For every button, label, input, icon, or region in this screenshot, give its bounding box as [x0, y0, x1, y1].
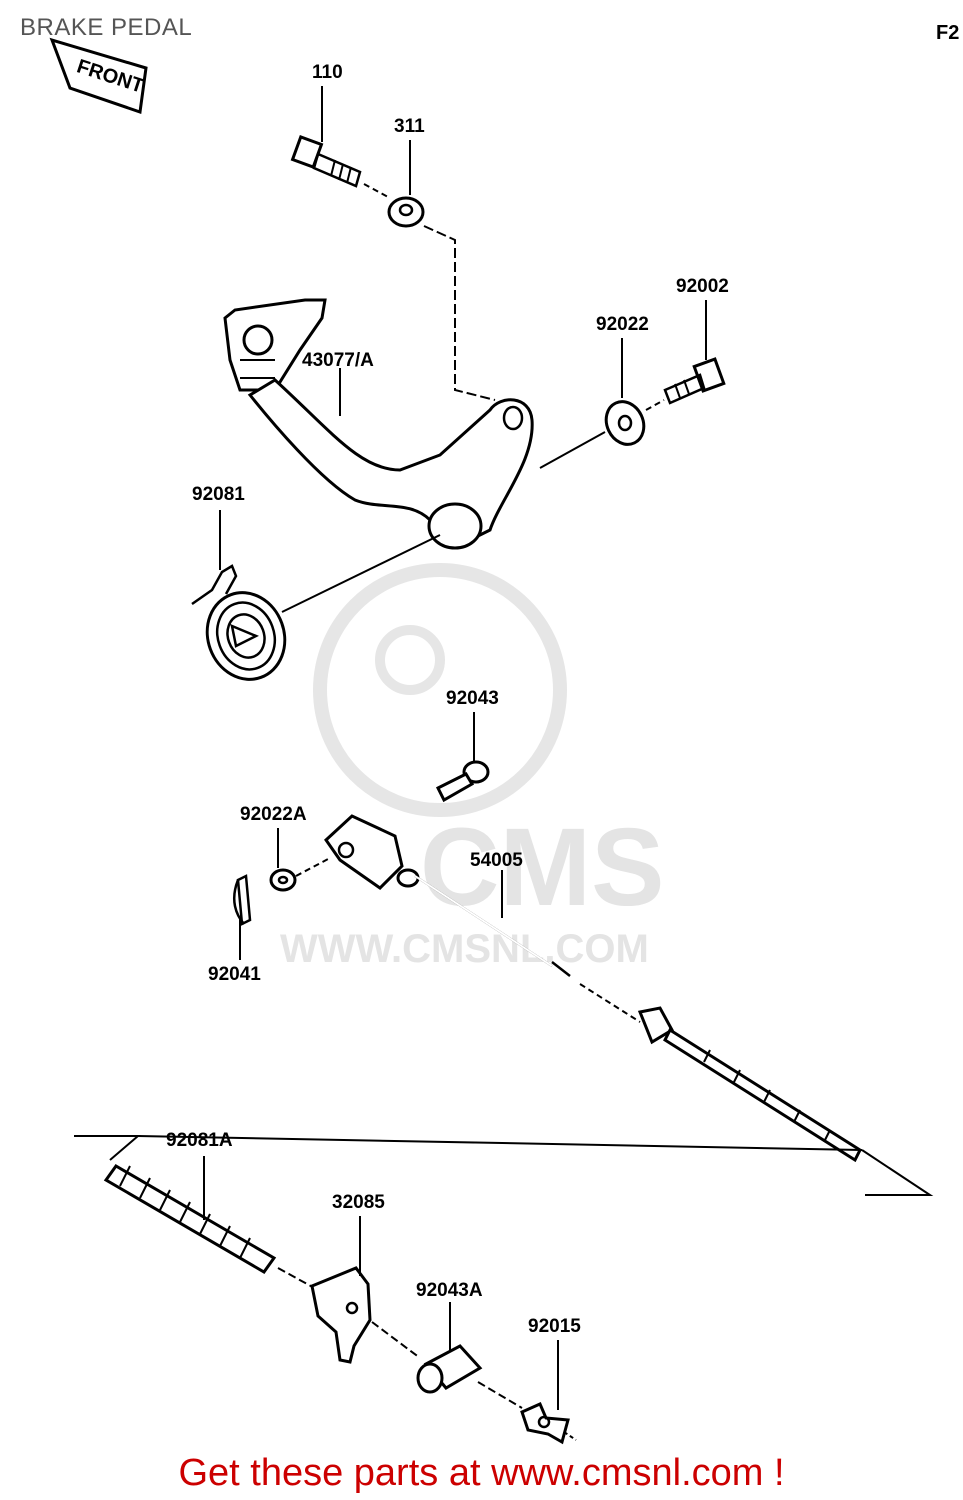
label-92022: 92022	[596, 314, 649, 335]
label-92002: 92002	[676, 276, 729, 297]
label-92022a: 92022A	[240, 804, 307, 825]
wing-nut-92015-icon	[520, 1402, 577, 1445]
label-92043: 92043	[446, 688, 499, 709]
washer-92022-icon	[604, 400, 646, 446]
pin-92043-icon	[435, 760, 490, 803]
label-110: 110	[312, 62, 343, 83]
label-92041: 92041	[208, 964, 261, 985]
connector-left	[74, 1135, 141, 1161]
label-32085: 32085	[332, 1192, 385, 1213]
nut-311-icon	[387, 196, 425, 228]
threaded-rod-icon	[579, 983, 862, 1163]
assembly-line-nut	[423, 225, 496, 401]
assembly-line-spring	[281, 534, 441, 613]
label-92043a: 92043A	[416, 1280, 483, 1301]
bolt-110-icon	[290, 135, 391, 199]
cms-watermark: CMS WWW.CMSNL.COM	[280, 563, 664, 971]
page-code: F2	[936, 22, 960, 44]
assembly-line-bolt	[645, 399, 665, 411]
assembly-line-washer	[295, 857, 331, 877]
front-direction-arrow: FRONT	[49, 37, 148, 115]
assembly-line-joint	[371, 1321, 421, 1359]
cmsnl-footer-link[interactable]: Get these parts at www.cmsnl.com !	[178, 1452, 785, 1494]
page-title: BRAKE PEDAL	[20, 14, 193, 41]
connector-right	[861, 1149, 934, 1196]
spring-92081a-icon	[103, 1164, 277, 1274]
return-spring-92081-icon	[191, 564, 287, 681]
brake-rod-54005-icon	[324, 814, 571, 977]
label-54005: 54005	[470, 850, 523, 871]
watermark-url: WWW.CMSNL.COM	[280, 927, 649, 971]
bolt-92002-icon	[663, 357, 726, 405]
assembly-line-pivot	[539, 431, 606, 469]
brake-pedal-43077-icon	[223, 298, 534, 550]
label-92081a: 92081A	[166, 1130, 233, 1151]
assembly-line-trunnion	[477, 1381, 523, 1409]
label-92081: 92081	[192, 484, 245, 505]
label-43077-a: 43077/A	[302, 350, 374, 371]
washer-92022a-icon	[269, 868, 297, 892]
label-92015: 92015	[528, 1316, 581, 1337]
watermark-brand: CMS	[420, 806, 664, 929]
trunnion-92043a-icon	[416, 1344, 483, 1394]
joint-32085-icon	[310, 1266, 372, 1364]
label-311: 311	[394, 116, 425, 137]
cotter-pin-92041-icon	[233, 874, 252, 926]
